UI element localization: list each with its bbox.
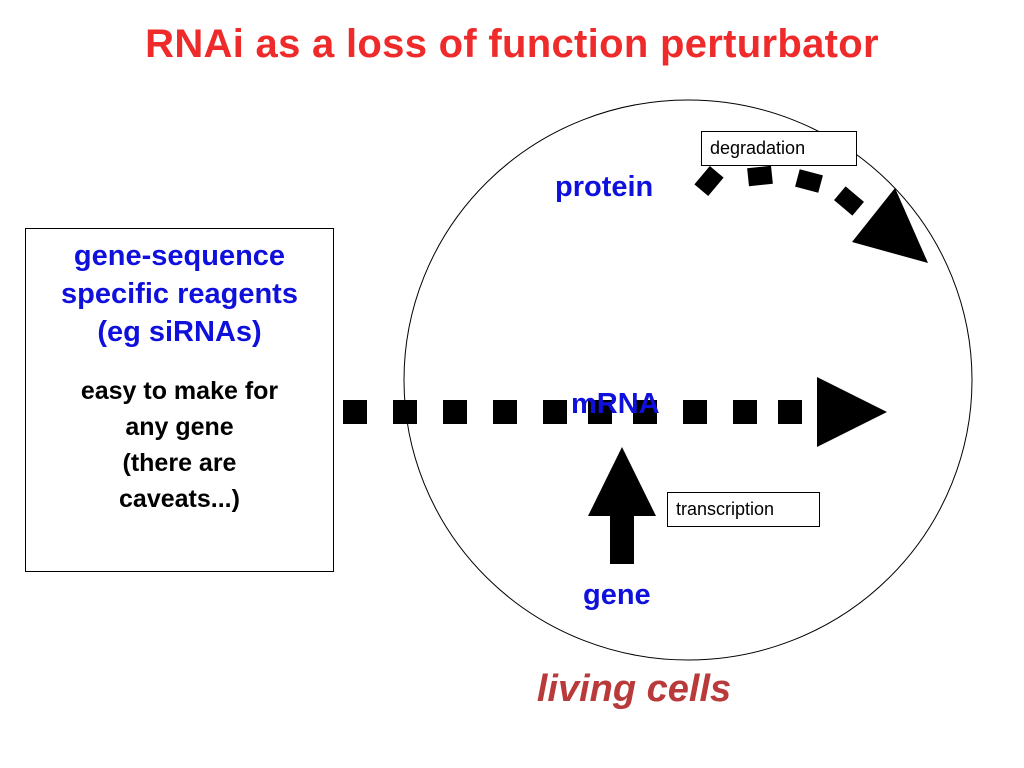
reagent-box: gene-sequence specific reagents (eg siRN… [25,228,334,572]
reagent-title-line: gene-sequence [73,240,286,272]
reagent-note-line: easy to make for [80,377,279,405]
degradation-arrow [694,165,928,263]
slide-title: RNAi as a loss of function perturbator [145,22,879,66]
reagent-title-line: (eg siRNAs) [97,316,262,348]
perturbation-arrow [343,377,887,447]
reagent-note-line: (there are [122,449,237,477]
mrna-label: mRNA [571,388,660,420]
reagent-note-line: caveats...) [119,485,240,513]
reagent-note-line: any gene [125,413,234,441]
transcription-label: transcription [667,492,820,527]
protein-label: protein [555,171,654,203]
gene-label: gene [583,579,651,611]
reagent-title: gene-sequence specific reagents (eg siRN… [26,237,333,351]
cell-outline [403,99,973,661]
reagent-note: easy to make for any gene (there are cav… [26,373,333,517]
cell-label: living cells [536,668,732,710]
transcription-arrow [588,447,656,564]
reagent-title-line: specific reagents [61,278,298,310]
degradation-label: degradation [701,131,857,166]
